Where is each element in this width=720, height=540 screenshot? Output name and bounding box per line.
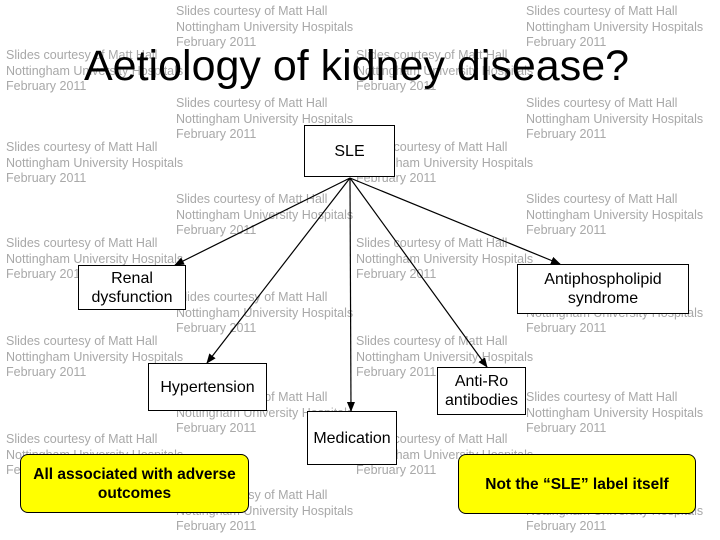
watermark-line: February 2011	[526, 223, 607, 237]
callout-not-sle-label: Not the “SLE” label itself	[458, 454, 696, 514]
callout-text: Not the “SLE” label itself	[485, 475, 669, 493]
watermark-line: February 2011	[176, 519, 257, 533]
watermark-line: Nottingham University Hospitals	[176, 207, 354, 222]
watermark-line: Nottingham University Hospitals	[356, 251, 534, 266]
arrow-to-hypertension	[206, 177, 351, 364]
watermark: Slides courtesy of Matt Hall Nottingham …	[6, 140, 183, 187]
arrow-to-antiphospholipid	[349, 177, 561, 265]
watermark-line: Slides courtesy of Matt Hall	[6, 236, 158, 250]
watermark-line: February 2011	[526, 321, 607, 335]
watermark: Slides courtesy of Matt Hall Nottingham …	[356, 48, 533, 95]
watermark-line: Nottingham University Hospitals	[356, 349, 534, 364]
watermark-line: February 2011	[526, 35, 607, 49]
watermark-line: Slides courtesy of Matt Hall	[356, 334, 508, 348]
watermark: Slides courtesy of Matt Hall Nottingham …	[356, 334, 533, 381]
watermark-line: Slides courtesy of Matt Hall	[526, 192, 678, 206]
watermark-line: February 2011	[176, 127, 257, 141]
watermark-line: Nottingham University Hospitals	[6, 251, 184, 266]
watermark-line: Slides courtesy of Matt Hall	[526, 390, 678, 404]
watermark-line: February 2011	[356, 79, 437, 93]
watermark-line: February 2011	[356, 463, 437, 477]
watermark-line: Nottingham University Hospitals	[356, 63, 534, 78]
callout-text: All associated with adverse outcomes	[33, 465, 236, 502]
node-label: SLE	[334, 142, 365, 160]
watermark-line: February 2011	[176, 223, 257, 237]
watermark-line: February 2011	[526, 519, 607, 533]
watermark-line: Nottingham University Hospitals	[176, 305, 354, 320]
watermark-line: Nottingham University Hospitals	[356, 155, 534, 170]
node-label: Medication	[313, 429, 391, 447]
watermark: Slides courtesy of Matt Hall Nottingham …	[526, 390, 703, 437]
arrow-to-renal	[174, 177, 351, 266]
watermark-line: February 2011	[356, 365, 437, 379]
watermark-line: Slides courtesy of Matt Hall	[526, 96, 678, 110]
watermark-line: Slides courtesy of Matt Hall	[356, 48, 508, 62]
watermark-line: Slides courtesy of Matt Hall	[176, 96, 328, 110]
node-anti-ro-antibodies: Anti-Ro antibodies	[437, 367, 526, 415]
watermark-line: Nottingham University Hospitals	[6, 63, 184, 78]
watermark: Slides courtesy of Matt Hall Nottingham …	[526, 96, 703, 143]
watermark-line: Nottingham University Hospitals	[6, 349, 184, 364]
watermark-line: Slides courtesy of Matt Hall	[6, 48, 158, 62]
node-label: Antiphospholipid syndrome	[544, 271, 662, 307]
watermark-line: February 2011	[6, 79, 87, 93]
node-hypertension: Hypertension	[148, 363, 267, 411]
watermark: Slides courtesy of Matt Hall Nottingham …	[176, 96, 353, 143]
arrow-to-anti-ro	[349, 177, 488, 368]
watermark-line: Nottingham University Hospitals	[526, 111, 704, 126]
node-antiphospholipid-syndrome: Antiphospholipid syndrome	[517, 264, 689, 314]
slide-title: Aetiology of kidney disease?	[84, 42, 630, 90]
arrow-to-medication	[346, 177, 355, 412]
watermark-line: Slides courtesy of Matt Hall	[526, 4, 678, 18]
watermark-line: February 2011	[6, 267, 87, 281]
watermark-line: Slides courtesy of Matt Hall	[6, 334, 158, 348]
watermark-line: February 2011	[526, 421, 607, 435]
watermark-line: Nottingham University Hospitals	[176, 111, 354, 126]
watermark: Slides courtesy of Matt Hall Nottingham …	[526, 192, 703, 239]
watermark-line: February 2011	[356, 267, 437, 281]
watermark-line: Nottingham University Hospitals	[176, 19, 354, 34]
node-label: Hypertension	[160, 378, 255, 396]
watermark-line: Nottingham University Hospitals	[6, 155, 184, 170]
watermark-line: February 2011	[176, 421, 257, 435]
watermark-line: Slides courtesy of Matt Hall	[176, 4, 328, 18]
watermark: Slides courtesy of Matt Hall Nottingham …	[526, 4, 703, 51]
watermark: Slides courtesy of Matt Hall Nottingham …	[6, 48, 183, 95]
watermark-line: Slides courtesy of Matt Hall	[176, 192, 328, 206]
node-label: Renal dysfunction	[91, 269, 173, 306]
node-medication: Medication	[307, 411, 397, 465]
node-sle: SLE	[304, 125, 395, 177]
watermark: Slides courtesy of Matt Hall Nottingham …	[6, 334, 183, 381]
watermark-line: Slides courtesy of Matt Hall	[6, 140, 158, 154]
node-renal-dysfunction: Renal dysfunction	[78, 265, 186, 310]
node-label: Anti-Ro antibodies	[445, 373, 518, 409]
watermark-line: Nottingham University Hospitals	[526, 19, 704, 34]
watermark-line: February 2011	[176, 35, 257, 49]
watermark-line: Nottingham University Hospitals	[526, 207, 704, 222]
watermark: Slides courtesy of Matt Hall Nottingham …	[6, 236, 183, 283]
watermark: Slides courtesy of Matt Hall Nottingham …	[176, 4, 353, 51]
watermark-line: Nottingham University Hospitals	[526, 405, 704, 420]
watermark-line: Slides courtesy of Matt Hall	[176, 290, 328, 304]
watermark-line: February 2011	[6, 171, 87, 185]
watermark-line: February 2011	[526, 127, 607, 141]
watermark: Slides courtesy of Matt Hall Nottingham …	[176, 192, 353, 239]
callout-adverse-outcomes: All associated with adverse outcomes	[20, 454, 249, 513]
watermark-line: Slides courtesy of Matt Hall	[6, 432, 158, 446]
watermark-line: February 2011	[6, 365, 87, 379]
